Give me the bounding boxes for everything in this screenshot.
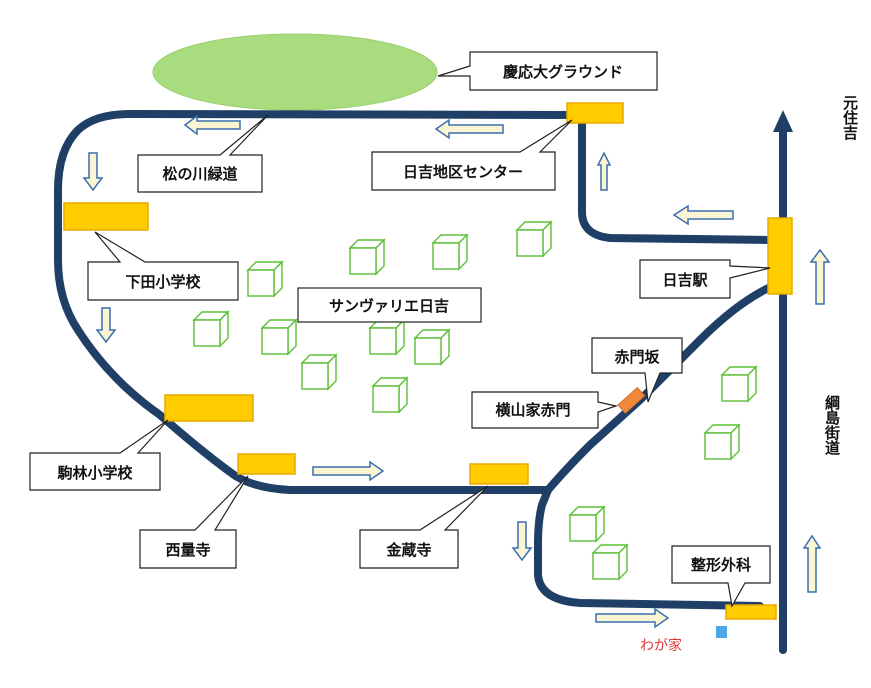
orthopedics-label: 整形外科: [691, 556, 751, 574]
building-cube: [432, 234, 468, 270]
building-cube: [369, 319, 405, 355]
akamon-zaka-label: 赤門坂: [614, 348, 660, 366]
sanvarie-label: サンヴァリエ日吉: [329, 297, 449, 315]
matsunokawa-label: 松の川緑道: [162, 165, 237, 183]
callout-yokoyama-akamon: 横山家赤門: [471, 391, 619, 429]
direction-arrow-north-2: [809, 248, 831, 305]
building-cube: [247, 261, 283, 297]
north-arrow-head: [773, 110, 793, 132]
callout-matsunokawa: 松の川緑道: [137, 114, 269, 193]
direction-arrow-west-3: [672, 204, 734, 226]
callout-sairyoji: 西量寺: [139, 475, 249, 569]
main-loop-road: [54, 110, 779, 494]
keio-ground-park: [152, 33, 438, 111]
building-cube: [301, 354, 337, 390]
direction-arrow-north-3: [802, 534, 822, 593]
building-cube: [414, 329, 450, 365]
building-cube: [372, 377, 408, 413]
building-cube: [516, 221, 552, 257]
konzoji-label: 金蔵寺: [385, 541, 431, 559]
direction-arrow-west-1: [183, 114, 241, 136]
sairyoji-marker: [237, 453, 296, 475]
home-branch-road: [534, 486, 764, 610]
callout-sanvarie: サンヴァリエ日吉: [297, 287, 482, 323]
building-cube: [569, 506, 605, 542]
callout-orthopedics: 整形外科: [671, 545, 771, 608]
direction-arrow-south-3: [511, 521, 533, 562]
komabayashi-school-marker: [164, 394, 254, 422]
komabayashi-school-label: 駒林小学校: [57, 464, 133, 482]
konzoji-marker: [469, 463, 529, 485]
building-cube: [193, 311, 229, 347]
motosumiyoshi-label: 元住吉: [841, 95, 859, 141]
building-cube: [704, 424, 740, 460]
building-cube: [592, 544, 628, 580]
callout-keio-ground: 慶応大グラウンド: [437, 51, 658, 91]
home-label: わが家: [640, 637, 682, 654]
direction-arrow-south-1: [82, 152, 104, 192]
orthopedics-marker: [725, 604, 777, 620]
callout-konzoji: 金蔵寺: [359, 485, 489, 569]
hiyoshi-station-marker: [767, 217, 793, 295]
yokoyama-akamon-label: 横山家赤門: [495, 401, 570, 419]
callout-akamon-zaka: 赤門坂: [591, 337, 683, 403]
hiyoshi-center-marker: [566, 102, 624, 124]
home-marker: [716, 626, 727, 638]
callout-hiyoshi-center: 日吉地区センター: [371, 119, 573, 191]
building-cube: [721, 366, 757, 402]
yokoyama-akamon-marker: [617, 386, 646, 414]
keio-ground-label: 慶応大グラウンド: [503, 63, 623, 81]
building-cube: [261, 319, 297, 355]
callout-shimoda-school: 下田小学校: [87, 231, 239, 301]
direction-arrow-east-2: [595, 607, 670, 629]
direction-arrow-west-2: [434, 118, 504, 140]
callout-komabayashi-school: 駒林小学校: [29, 419, 169, 491]
direction-arrow-east-1: [312, 460, 385, 482]
shimoda-school-marker: [63, 202, 149, 231]
building-cube: [349, 239, 385, 275]
callout-hiyoshi-station: 日吉駅: [639, 259, 771, 299]
sairyoji-label: 西量寺: [165, 541, 210, 559]
direction-arrow-south-2: [95, 307, 117, 344]
direction-arrow-north-1: [596, 151, 612, 191]
center-to-station-road: [578, 111, 774, 244]
hiyoshi-station-label: 日吉駅: [662, 271, 708, 289]
shimoda-school-label: 下田小学校: [125, 273, 201, 291]
hiyoshi-center-label: 日吉地区センター: [403, 163, 523, 181]
tsunashima-kaido-label: 綱島街道: [823, 394, 841, 455]
